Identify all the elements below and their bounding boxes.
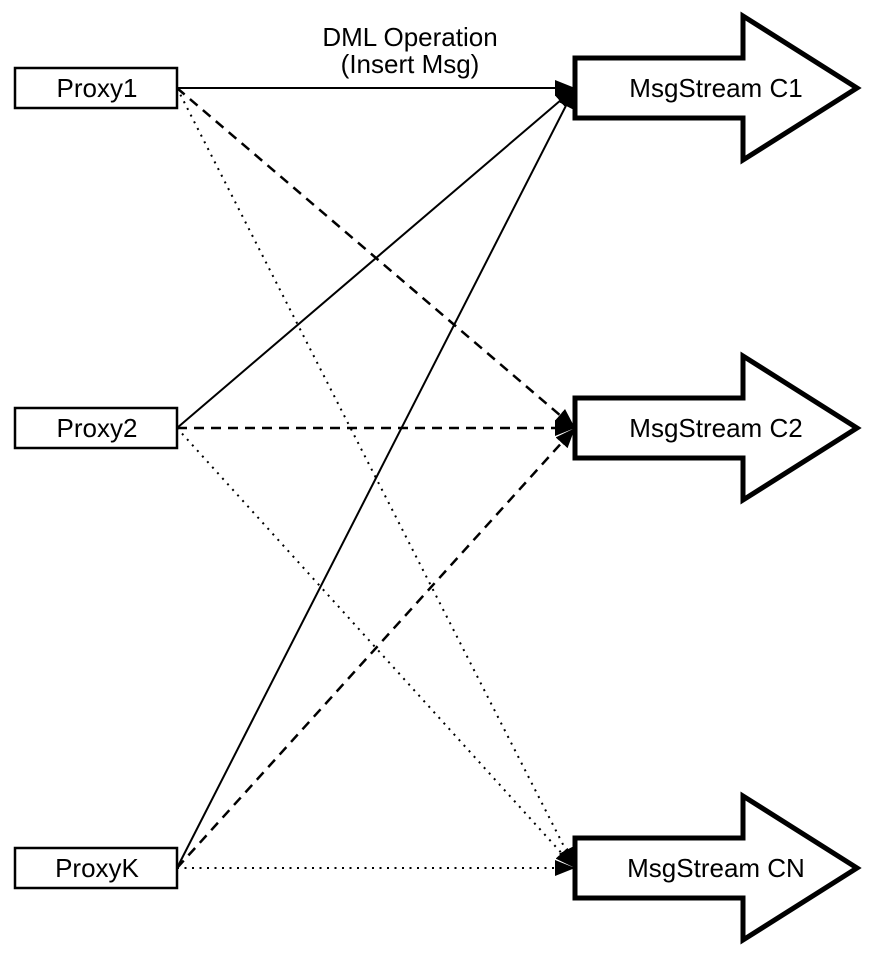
edge-proxy1-c2 xyxy=(176,87,576,429)
msgstream-c1-label: MsgStream C1 xyxy=(629,73,802,103)
proxy2-label: Proxy2 xyxy=(57,413,138,443)
edge-proxyk-c1 xyxy=(176,87,576,869)
proxy2-box xyxy=(13,406,179,450)
edge-proxy2-cn xyxy=(176,427,576,869)
edge-annotation-line1: DML Operation xyxy=(322,22,497,52)
msgstream-c1-arrow xyxy=(572,11,862,165)
msgstream-cn-label: MsgStream CN xyxy=(627,853,805,883)
msgstream-c2-arrow xyxy=(572,351,862,505)
edge-proxyk-c2 xyxy=(176,427,576,869)
msgstream-cn-arrow xyxy=(572,791,862,945)
edge-annotation-line2: (Insert Msg) xyxy=(341,49,480,79)
proxyk-label: ProxyK xyxy=(55,853,139,883)
msgstream-c2-label: MsgStream C2 xyxy=(629,413,802,443)
proxy1-label: Proxy1 xyxy=(57,73,138,103)
proxyk-box xyxy=(13,846,179,890)
proxy1-box xyxy=(13,66,179,110)
